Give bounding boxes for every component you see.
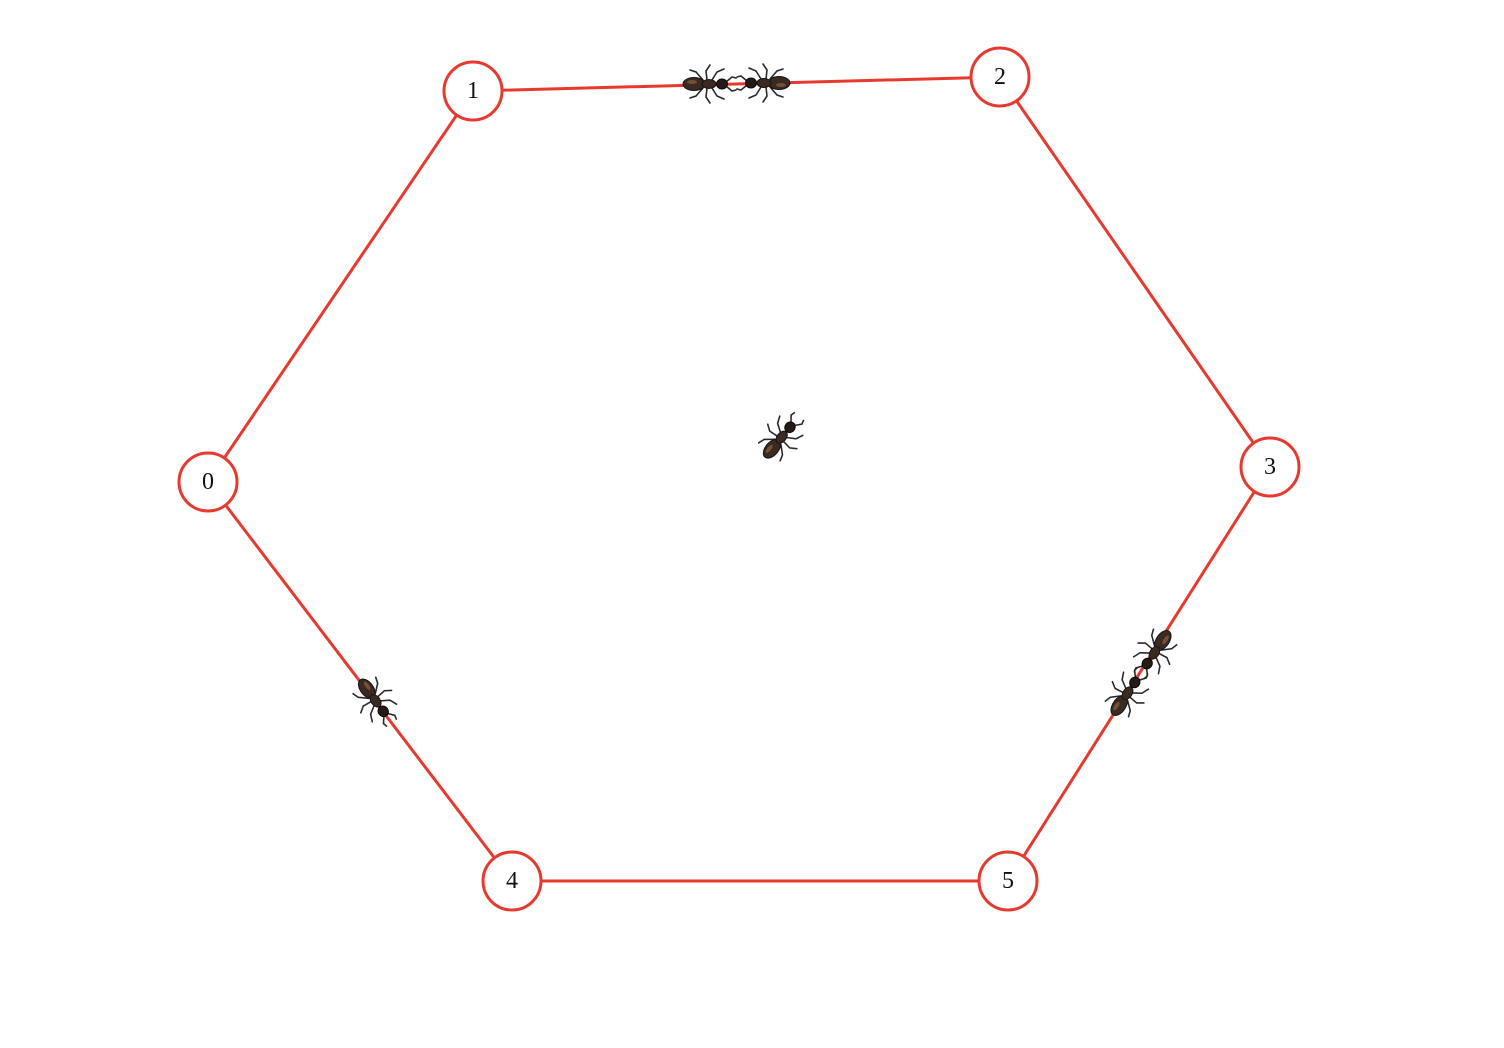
edge-2-3 <box>998 75 1272 469</box>
node-4[interactable]: 4 <box>481 850 543 912</box>
edge-1-2 <box>471 75 1002 93</box>
ant-icon <box>344 667 408 735</box>
node-2[interactable]: 2 <box>969 46 1031 108</box>
node-label: 4 <box>506 868 518 894</box>
ant-icon <box>1122 619 1186 687</box>
node-label: 5 <box>1002 868 1014 894</box>
edge-0-1 <box>206 89 475 484</box>
node-circle <box>969 46 1031 108</box>
node-label: 0 <box>202 469 214 495</box>
edges-layer <box>206 75 1272 883</box>
node-0[interactable]: 0 <box>177 451 239 513</box>
node-label: 2 <box>994 64 1006 90</box>
node-circle <box>977 850 1039 912</box>
node-circle <box>1239 436 1301 498</box>
node-3[interactable]: 3 <box>1239 436 1301 498</box>
node-label: 3 <box>1264 454 1276 480</box>
ant-icon <box>1096 659 1160 727</box>
node-1[interactable]: 1 <box>442 60 504 122</box>
node-circle <box>481 850 543 912</box>
nodes-layer: 0 1 2 3 4 5 <box>177 46 1301 912</box>
node-label: 1 <box>467 78 479 104</box>
node-circle <box>442 60 504 122</box>
node-circle <box>177 451 239 513</box>
node-5[interactable]: 5 <box>977 850 1039 912</box>
edge-3-5 <box>1006 465 1272 883</box>
ant-icon <box>749 403 815 471</box>
